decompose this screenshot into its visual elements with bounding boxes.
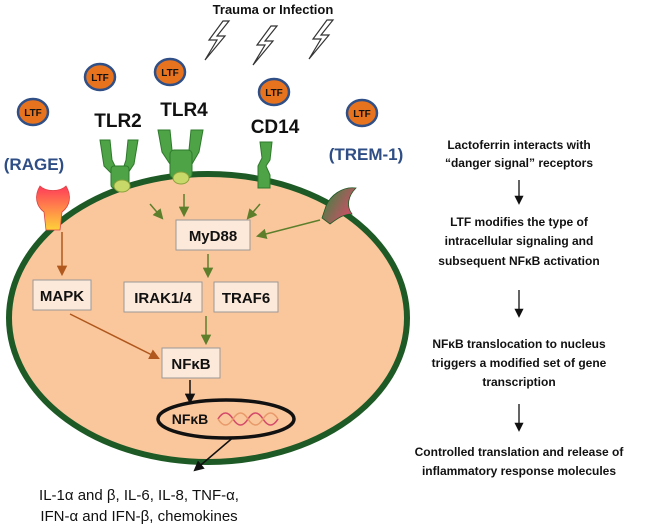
trem1-label: (TREM-1) <box>329 145 404 164</box>
trem1-receptor <box>321 187 357 225</box>
irak-node: IRAK1/4 <box>123 281 203 313</box>
arrow-cd14-to-myd88 <box>246 203 261 220</box>
step-3-line-3: transcription <box>482 375 555 389</box>
cd14-receptor <box>257 141 273 189</box>
traf6-label: TRAF6 <box>222 290 270 307</box>
tlr4-label: TLR4 <box>160 100 208 121</box>
ltf-badge-1: LTF <box>83 62 117 92</box>
step-1-line-1: Lactoferrin interacts with <box>447 138 590 152</box>
step-3-line-1: NFκB translocation to nucleus <box>432 337 606 351</box>
outputs-line-2: IFN-α and IFN-β, chemokines <box>40 508 237 525</box>
traf6-node: TRAF6 <box>213 281 279 313</box>
trigger-label: Trauma or Infection <box>213 2 334 17</box>
cell-body <box>6 171 410 465</box>
myd88-label: MyD88 <box>189 228 237 245</box>
outputs-line-1: IL-1α and β, IL-6, IL-8, TNF-α, <box>39 487 239 504</box>
step-2: LTF modifies the type of intracellular s… <box>438 215 599 268</box>
step-1: Lactoferrin interacts with “danger signa… <box>445 138 593 170</box>
ltf-badge-label: LTF <box>24 108 42 119</box>
arrow-nucleus-to-outputs <box>193 434 237 472</box>
ltf-badge-3: LTF <box>16 97 50 127</box>
step-4-line-2: inflammatory response molecules <box>422 464 616 478</box>
tlr2-label: TLR2 <box>94 111 142 132</box>
nfkb-label: NFκB <box>171 356 210 373</box>
arrow-tlr2-to-myd88 <box>149 203 164 220</box>
cd14-label: CD14 <box>251 117 300 138</box>
tlr2-receptor <box>99 139 139 193</box>
arrow-mapk-to-nfkb <box>69 313 160 359</box>
nfkb-node: NFκB <box>161 347 221 379</box>
ltf-badge-label: LTF <box>265 88 283 99</box>
step-2-line-2: intracellular signaling and <box>445 234 594 248</box>
rage-receptor <box>36 185 70 231</box>
step-4: Controlled translation and release of in… <box>415 445 625 478</box>
lightning-icon <box>252 25 279 66</box>
step-2-line-1: LTF modifies the type of <box>450 215 589 229</box>
ltf-badge-2: LTF <box>153 57 187 87</box>
ltf-badge-4: LTF <box>257 77 291 107</box>
step-3: NFκB translocation to nucleus triggers a… <box>432 337 607 389</box>
lightning-icons <box>204 19 335 66</box>
ltf-badge-label: LTF <box>91 73 109 84</box>
myd88-node: MyD88 <box>175 219 251 251</box>
mapk-node: MAPK <box>32 279 92 311</box>
rage-label: (RAGE) <box>4 155 64 174</box>
nucleus-nfkb-label: NFκB <box>172 411 209 427</box>
ltf-badge-5: LTF <box>345 98 379 128</box>
lightning-icon <box>308 19 335 60</box>
arrow-trem1-to-myd88 <box>255 219 321 239</box>
ltf-badge-label: LTF <box>161 68 179 79</box>
dna-helix-icon <box>217 412 279 426</box>
step-1-line-2: “danger signal” receptors <box>445 156 593 170</box>
ltf-badge-label: LTF <box>353 109 371 120</box>
step-2-line-3: subsequent NFκB activation <box>438 254 599 268</box>
step-4-line-1: Controlled translation and release of <box>415 445 625 459</box>
irak-label: IRAK1/4 <box>134 290 192 307</box>
nucleus: NFκB <box>156 398 296 440</box>
tlr4-receptor <box>157 129 204 185</box>
lightning-icon <box>204 20 231 61</box>
step-3-line-2: triggers a modified set of gene <box>432 356 607 370</box>
mapk-label: MAPK <box>40 288 84 305</box>
signal-arrows <box>56 194 321 472</box>
